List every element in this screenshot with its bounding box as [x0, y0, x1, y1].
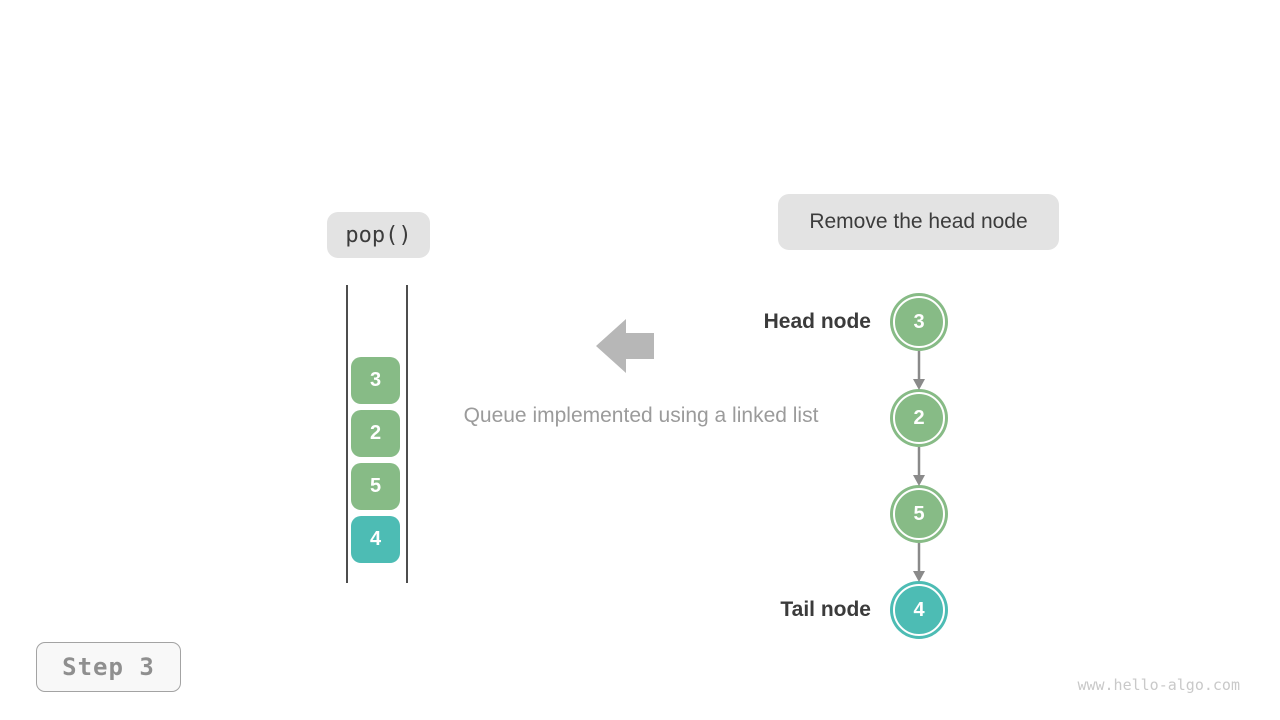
- queue-stack-item-value: 5: [369, 475, 382, 497]
- linked-list-node: 2: [890, 389, 948, 447]
- queue-left-rail: [346, 285, 348, 583]
- linked-list-node-value: 5: [913, 502, 925, 525]
- queue-stack-item: 2: [351, 410, 400, 457]
- left-block-arrow-icon: [596, 319, 654, 373]
- linked-list-node: 5: [890, 485, 948, 543]
- step-badge: Step 3: [36, 642, 181, 692]
- queue-stack-item-value: 4: [369, 528, 382, 550]
- queue-stack-item: 3: [351, 357, 400, 404]
- linked-list-node-head: 3: [890, 293, 948, 351]
- watermark: www.hello-algo.com: [1077, 676, 1240, 694]
- instruction-label: Remove the head node: [809, 210, 1028, 233]
- arrow-down-icon: [913, 543, 925, 582]
- pop-operation-label: pop(): [345, 222, 412, 248]
- caption-text: Queue implemented using a linked list: [463, 404, 819, 427]
- linked-list-node-value: 3: [913, 310, 925, 333]
- linked-list-node-value: 2: [913, 406, 925, 429]
- step-label: Step 3: [62, 653, 155, 681]
- queue-stack-item-value: 3: [369, 369, 382, 391]
- head-node-label: Head node: [763, 310, 871, 333]
- queue-stack-item: 5: [351, 463, 400, 510]
- arrow-down-icon: [913, 447, 925, 486]
- pop-operation-badge: pop(): [327, 212, 430, 258]
- linked-list-node-value: 4: [913, 598, 925, 621]
- linked-list-node-tail: 4: [890, 581, 948, 639]
- instruction-badge: Remove the head node: [778, 194, 1059, 250]
- tail-node-label: Tail node: [780, 598, 871, 621]
- queue-stack-item: 4: [351, 516, 400, 563]
- queue-stack-item-value: 2: [369, 422, 382, 444]
- arrow-down-icon: [913, 351, 925, 390]
- queue-right-rail: [406, 285, 408, 583]
